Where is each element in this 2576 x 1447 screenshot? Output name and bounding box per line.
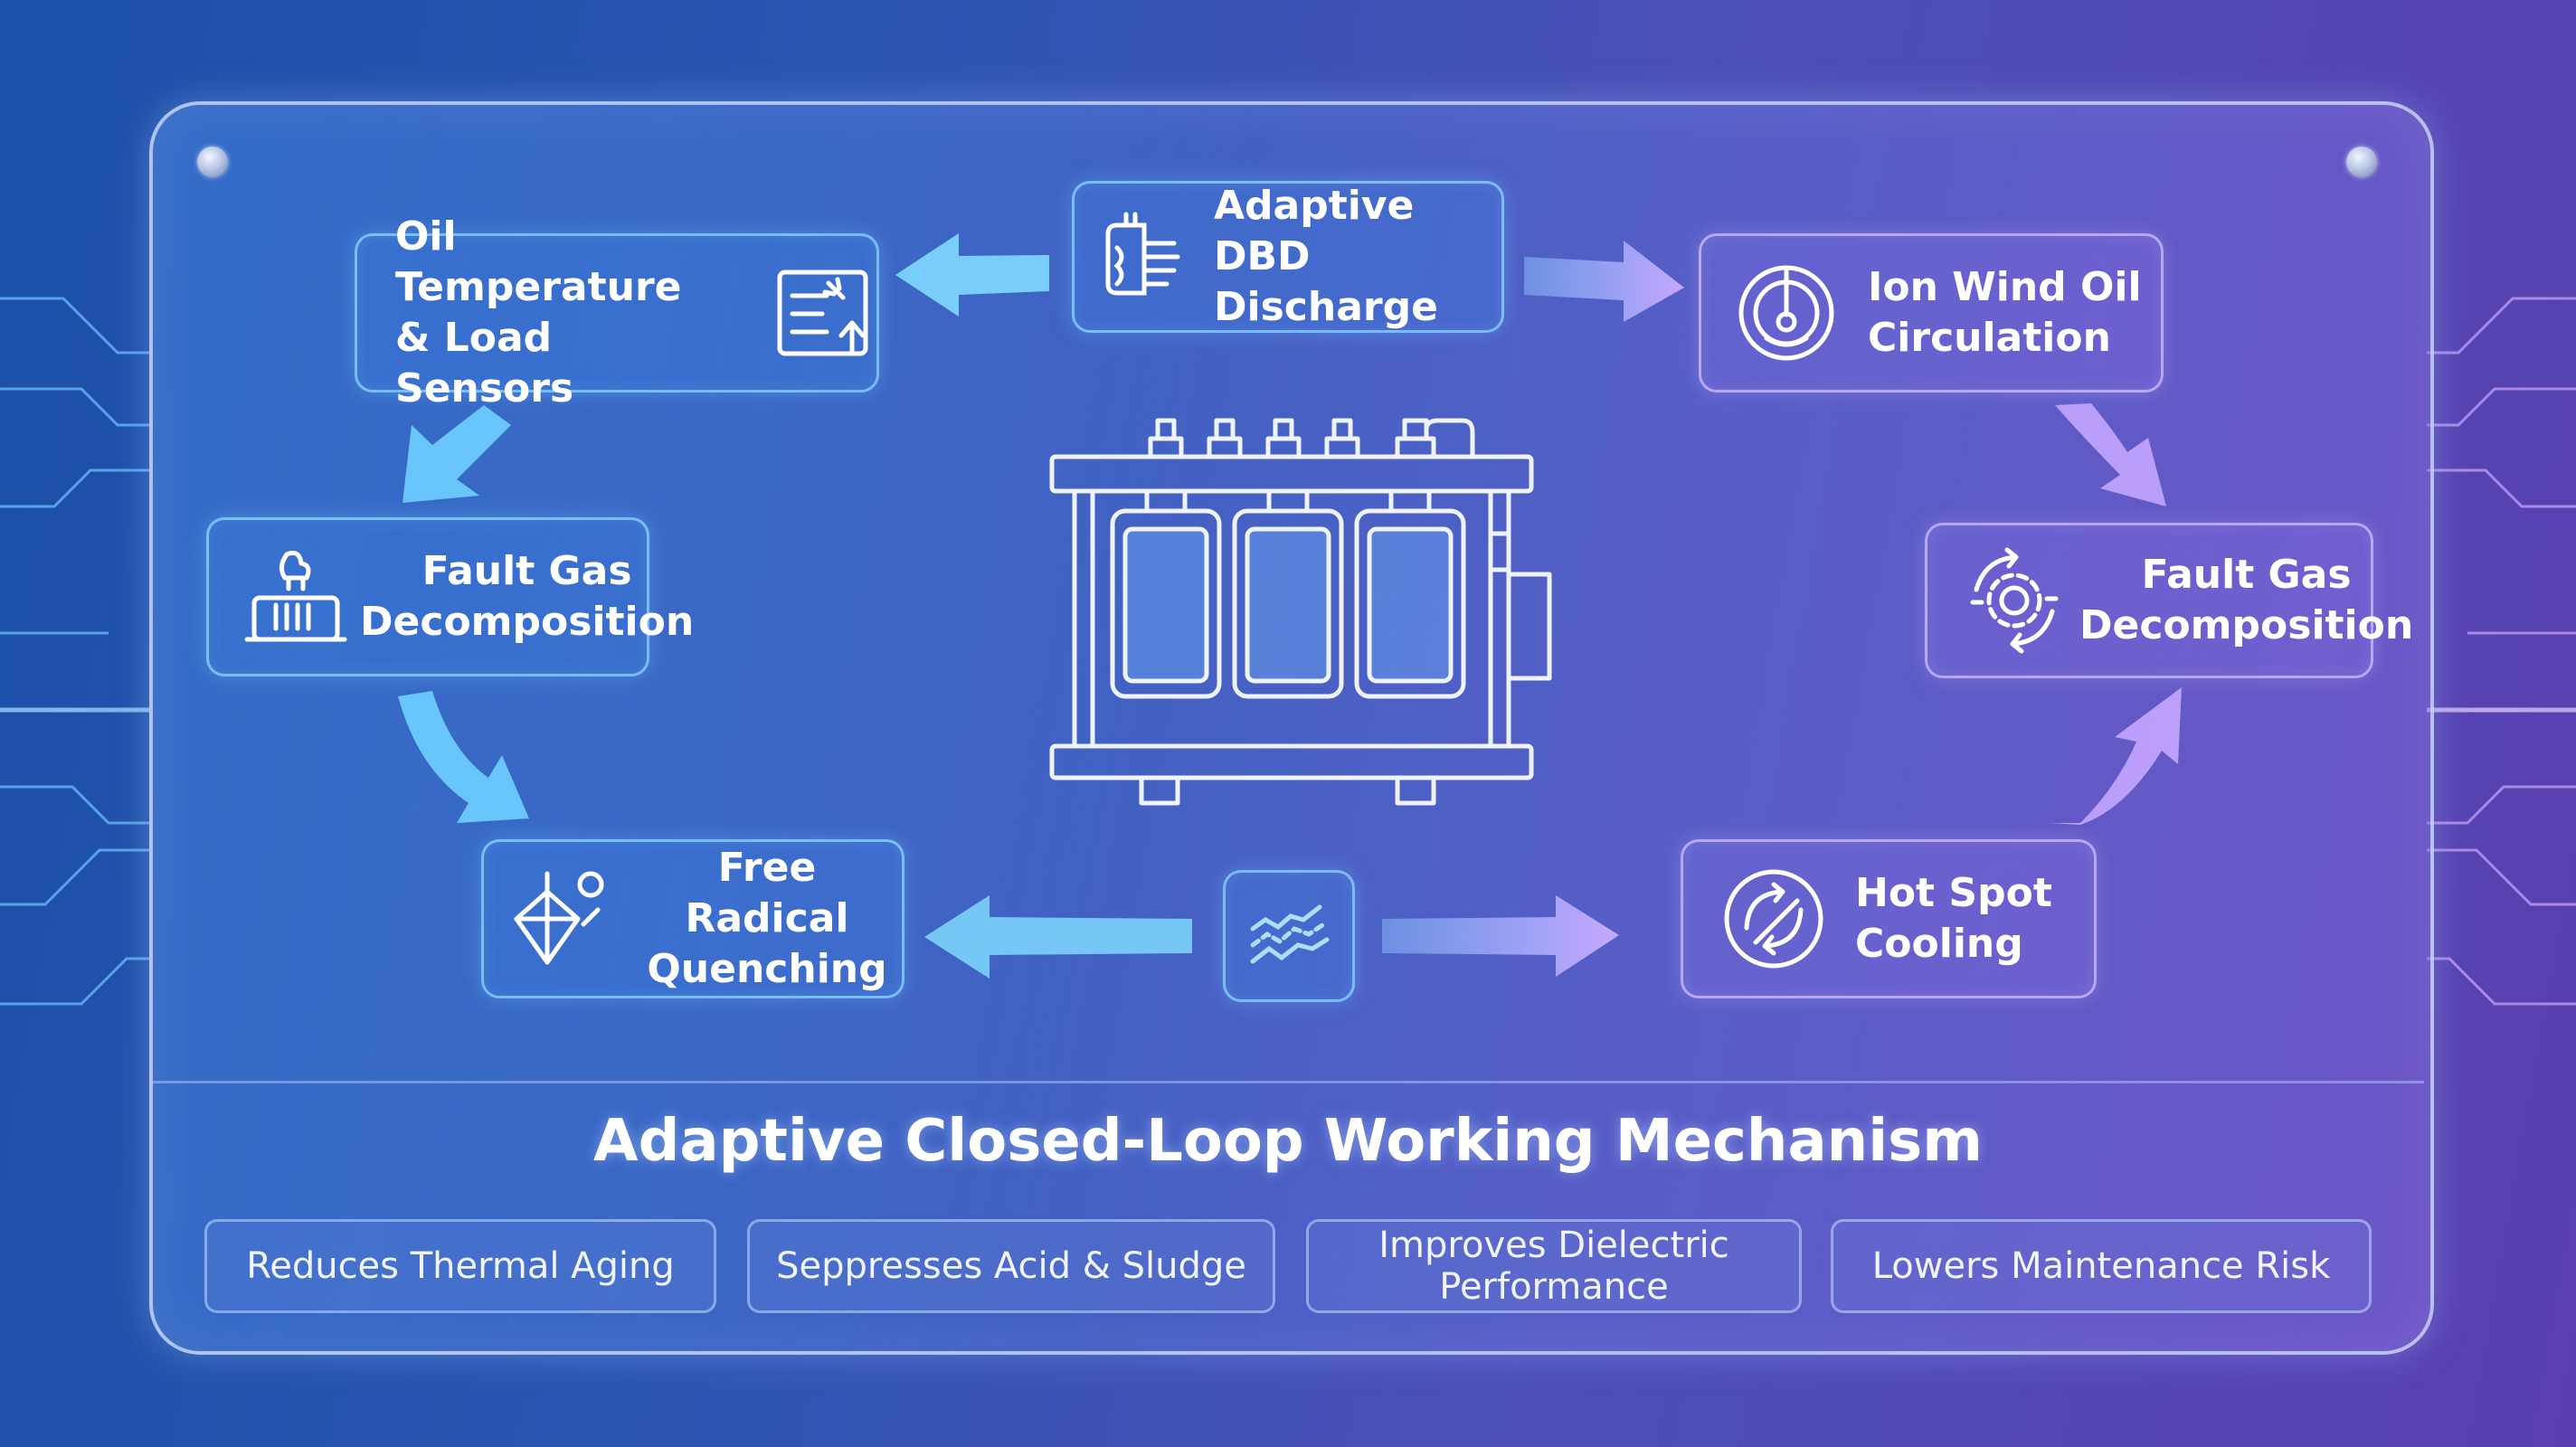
node-fault-gas-decomposition-right: Fault Gas Decomposition	[1925, 523, 2413, 678]
molecule-icon	[514, 871, 604, 965]
arrow-center-to-radical	[924, 895, 1192, 979]
gas-flask-icon	[244, 550, 347, 641]
main-panel	[149, 101, 2434, 1355]
node-label: Oil Temperature & Load Sensors	[395, 213, 682, 411]
node-free-radical-quenching: Free Radical Quenching	[481, 839, 904, 998]
divider	[152, 1081, 2424, 1083]
arrow-ion-wind-to-fault-gas	[2055, 403, 2166, 506]
node-center-signal	[1223, 870, 1355, 1002]
gear-cycle-icon	[1970, 547, 2059, 654]
node-hot-spot-cooling: Hot Spot Cooling	[1681, 839, 2097, 998]
node-adaptive-dbd-discharge: Adaptive DBD Discharge	[1072, 181, 1504, 333]
benefit-improves-dielectric-performance: Improves Dielectric Performance	[1306, 1219, 1802, 1313]
sensor-monitor-icon	[777, 270, 868, 355]
transformer-icon	[1049, 418, 1552, 806]
benefit-lowers-maintenance-risk: Lowers Maintenance Risk	[1831, 1219, 2372, 1313]
screw-icon	[197, 147, 228, 177]
arrow-sensors-to-fault-gas	[402, 405, 511, 503]
cooling-cycle-icon	[1724, 869, 1823, 969]
screw-icon	[2346, 147, 2377, 177]
arrow-dbd-to-ion-wind	[1524, 241, 1684, 322]
ion-wind-icon	[1738, 265, 1834, 361]
node-oil-temperature-sensors: Oil Temperature & Load Sensors	[355, 213, 879, 411]
node-label: Ion Wind Oil Circulation	[1868, 264, 2142, 361]
arrow-dbd-to-sensors	[895, 233, 1049, 317]
node-ion-wind-oil-circulation: Ion Wind Oil Circulation	[1699, 233, 2164, 392]
node-label: Hot Spot Cooling	[1855, 870, 2052, 967]
node-label: Free Radical Quenching	[647, 845, 887, 992]
node-fault-gas-decomposition-left: Fault Gas Decomposition	[206, 517, 694, 676]
plasma-electrode-icon	[1105, 212, 1180, 296]
benefit-suppresses-acid-sludge: Seppresses Acid & Sludge	[747, 1219, 1275, 1313]
arrow-center-to-hot-spot	[1382, 895, 1619, 977]
node-label: Fault Gas Decomposition	[360, 548, 695, 645]
arrow-fault-gas-to-radical	[398, 691, 529, 823]
node-label: Adaptive DBD Discharge	[1214, 183, 1438, 330]
benefit-reduces-thermal-aging: Reduces Thermal Aging	[204, 1219, 716, 1313]
wave-signal-icon	[1250, 904, 1330, 964]
node-label: Fault Gas Decomposition	[2079, 552, 2414, 648]
arrow-hot-spot-to-fault-gas	[2049, 687, 2182, 825]
page-title: Adaptive Closed-Loop Working Mechanism	[593, 1108, 1983, 1175]
